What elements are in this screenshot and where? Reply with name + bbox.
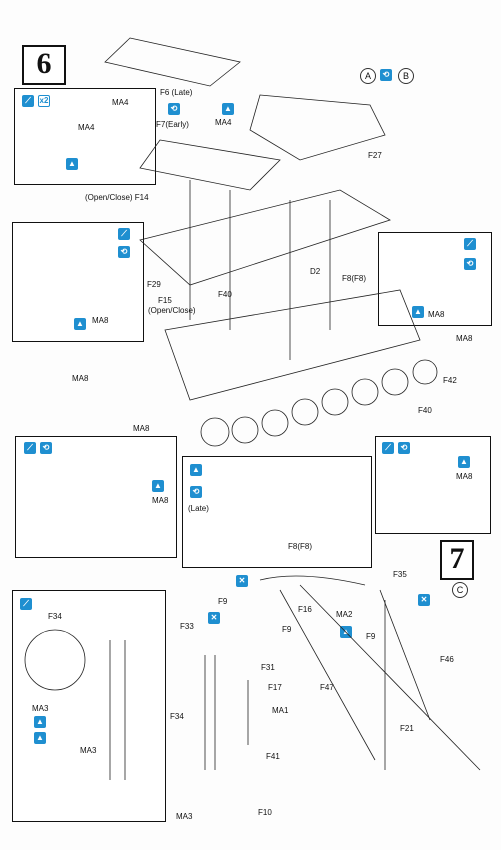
- label-f6: F6 (Late): [160, 88, 193, 97]
- label-ma8-inset4: MA8: [456, 472, 473, 481]
- label-f33: F33: [180, 622, 194, 631]
- label-f14: (Open/Close) F14: [85, 193, 149, 202]
- label-f42: F42: [443, 376, 457, 385]
- label-f15: F15: [158, 296, 172, 305]
- label-f35: F35: [393, 570, 407, 579]
- label-f9-b: F9: [282, 625, 292, 634]
- label-f40-top: F40: [218, 290, 232, 299]
- glue-icon: ⟋: [20, 598, 32, 610]
- label-f46: F46: [440, 655, 454, 664]
- variant-c-marker: C: [452, 582, 468, 598]
- label-f27: F27: [368, 151, 382, 160]
- engine-deck-panel-f7: [139, 139, 281, 191]
- paint-icon: ▲: [152, 480, 164, 492]
- label-d2: D2: [310, 267, 321, 276]
- label-late: (Late): [188, 504, 209, 513]
- glue-icon: ⟋: [118, 228, 130, 240]
- inset-ma8-bottom-left: [15, 436, 177, 558]
- inset-chain: [12, 590, 166, 822]
- step-7-badge: 7: [440, 540, 474, 580]
- label-ma4-inset-b: MA4: [78, 123, 95, 132]
- label-f8-bottom: F8(F8): [288, 542, 312, 551]
- glue-icon: ⟋: [22, 95, 34, 107]
- variant-b-marker: B: [398, 68, 414, 84]
- paint-icon: ▲: [190, 464, 202, 476]
- label-ma8-left: MA8: [72, 374, 89, 383]
- flip-icon: ⟲: [398, 442, 410, 454]
- label-f47: F47: [320, 683, 334, 692]
- hull-deck: [139, 189, 391, 286]
- paint-icon: ▲: [66, 158, 78, 170]
- glue-icon: ⟋: [464, 238, 476, 250]
- optional-icon: ✕: [418, 594, 430, 606]
- label-f34-a: F34: [48, 612, 62, 621]
- label-f9-a: F9: [218, 597, 228, 606]
- label-f8-top: F8(F8): [342, 274, 366, 283]
- label-ma3-c: MA3: [176, 812, 193, 821]
- label-ma1: MA1: [272, 706, 289, 715]
- flip-icon: ⟲: [464, 258, 476, 270]
- label-ma3-a: MA3: [32, 704, 49, 713]
- label-f7: F7(Early): [156, 120, 189, 129]
- paint-icon: ▲: [74, 318, 86, 330]
- label-f29: F29: [147, 280, 161, 289]
- inset-ma8-bottom-right: [375, 436, 491, 534]
- label-ma4-top: MA4: [215, 118, 232, 127]
- paint-icon: ▲: [458, 456, 470, 468]
- paint-icon: ▲: [34, 716, 46, 728]
- label-f31: F31: [261, 663, 275, 672]
- label-f41: F41: [266, 752, 280, 761]
- flip-icon: ⟲: [118, 246, 130, 258]
- flip-icon: ⟲: [380, 69, 392, 81]
- glue-icon: ⟋: [24, 442, 36, 454]
- optional-icon: ✕: [236, 575, 248, 587]
- inset-f8-late: [182, 456, 372, 568]
- flip-icon: ⟲: [190, 486, 202, 498]
- cut-icon: x2: [38, 95, 50, 107]
- glue-icon: ⟋: [382, 442, 394, 454]
- label-ma4-inset-a: MA4: [112, 98, 129, 107]
- inset-ma4: [14, 88, 156, 185]
- step-6-badge: 6: [22, 45, 66, 85]
- label-ma3-b: MA3: [80, 746, 97, 755]
- turret-part-a: [249, 94, 386, 161]
- paint-icon: ▲: [222, 103, 234, 115]
- label-ma8-inset3: MA8: [152, 496, 169, 505]
- engine-deck-panel-f6: [104, 37, 241, 87]
- label-f15-note: (Open/Close): [148, 306, 196, 315]
- label-f21: F21: [400, 724, 414, 733]
- label-f40-right: F40: [418, 406, 432, 415]
- flip-icon: ⟲: [168, 103, 180, 115]
- flip-icon: ⟲: [40, 442, 52, 454]
- label-f17: F17: [268, 683, 282, 692]
- optional-icon: ✕: [208, 612, 220, 624]
- label-ma8-bottom: MA8: [133, 424, 150, 433]
- label-ma8-right: MA8: [456, 334, 473, 343]
- label-ma8-right-inset: MA8: [428, 310, 445, 319]
- label-f16: F16: [298, 605, 312, 614]
- label-f9-c: F9: [366, 632, 376, 641]
- label-f10: F10: [258, 808, 272, 817]
- label-ma2: MA2: [336, 610, 353, 619]
- label-ma8-left-inset: MA8: [92, 316, 109, 325]
- label-f34-b: F34: [170, 712, 184, 721]
- paint-icon: ▲: [34, 732, 46, 744]
- variant-a-marker: A: [360, 68, 376, 84]
- hull-body: [164, 289, 421, 401]
- paint-icon: ▲: [412, 306, 424, 318]
